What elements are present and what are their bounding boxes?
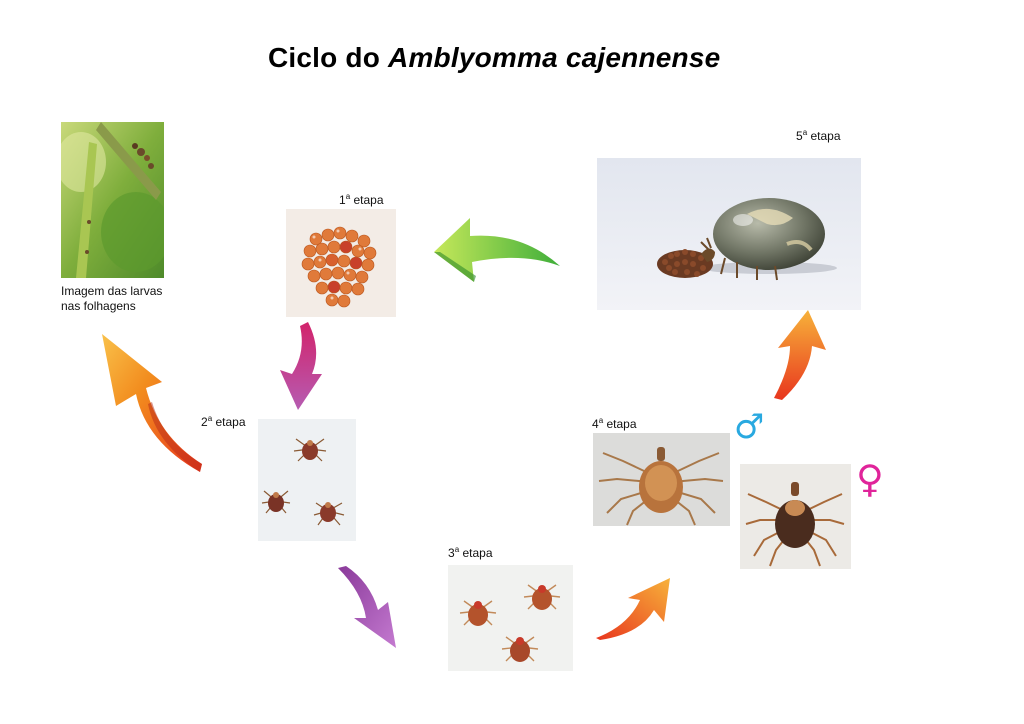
stage-4-label: 4a etapa bbox=[592, 416, 637, 431]
stage-4-ordinal: a bbox=[598, 416, 604, 425]
arrow-stage2-to-stage3 bbox=[336, 566, 398, 650]
stage-5-engorged-female-photo bbox=[597, 158, 861, 310]
arrow-stage5-to-stage1 bbox=[432, 210, 562, 285]
larvae-caption: Imagem das larvas nas folhagens bbox=[61, 284, 162, 314]
stage-4-number: 4 bbox=[592, 417, 599, 431]
arrow-stage4-to-stage5 bbox=[772, 308, 828, 400]
arrow-stage2-to-larvae bbox=[94, 332, 204, 474]
female-symbol: ♀ bbox=[856, 457, 884, 501]
stage-3-number: 3 bbox=[448, 546, 455, 560]
stage-4-male-tick-photo bbox=[593, 433, 730, 526]
stage-1-ordinal: a bbox=[345, 192, 351, 201]
stage-3-word: etapa bbox=[462, 546, 493, 560]
stage-1-word: etapa bbox=[353, 193, 384, 207]
stage-4-female-tick-photo bbox=[740, 464, 851, 569]
stage-3-label: 3a etapa bbox=[448, 545, 493, 560]
stage-1-number: 1 bbox=[339, 193, 346, 207]
stage-5-label: 5a etapa bbox=[796, 128, 841, 143]
stage-2-label: 2a etapa bbox=[201, 414, 246, 429]
stage-4-word: etapa bbox=[606, 417, 637, 431]
larvae-foliage-photo bbox=[61, 122, 164, 278]
stage-2-ordinal: a bbox=[207, 414, 213, 423]
stage-5-ordinal: a bbox=[802, 128, 808, 137]
arrow-stage1-to-stage2 bbox=[278, 322, 326, 412]
stage-2-word: etapa bbox=[215, 415, 246, 429]
larvae-caption-line2: nas folhagens bbox=[61, 299, 136, 313]
male-symbol: ♂ bbox=[734, 407, 765, 447]
stage-3-ordinal: a bbox=[454, 545, 460, 554]
title-main: Ciclo do bbox=[268, 42, 381, 73]
larvae-caption-line1: Imagem das larvas bbox=[61, 284, 163, 298]
title-scientific-name: Amblyomma cajennense bbox=[388, 42, 721, 73]
stage-5-word: etapa bbox=[810, 129, 841, 143]
stage-5-number: 5 bbox=[796, 129, 803, 143]
diagram-title: Ciclo do Amblyomma cajennense bbox=[268, 42, 720, 74]
arrow-stage3-to-stage4 bbox=[594, 576, 672, 640]
stage-2-larvae-photo bbox=[258, 419, 356, 541]
stage-2-number: 2 bbox=[201, 415, 208, 429]
stage-1-eggs-photo bbox=[286, 209, 396, 317]
stage-1-label: 1a etapa bbox=[339, 192, 384, 207]
stage-3-nymphs-photo bbox=[448, 565, 573, 671]
